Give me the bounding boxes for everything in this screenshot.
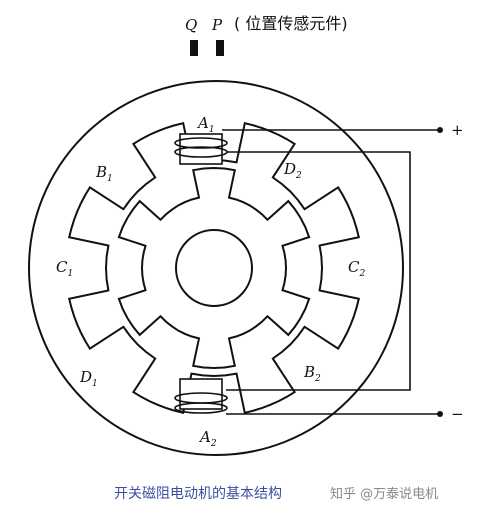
- pole-d2-label: D2: [283, 160, 302, 181]
- figure-caption: 开关磁阻电动机的基本结构: [114, 485, 282, 502]
- pole-b1-label: B1: [95, 163, 113, 184]
- housing-outer-circle: [28, 80, 404, 456]
- watermark: 知乎 @万泰说电机: [330, 486, 438, 502]
- circuit-wiring: [222, 129, 440, 415]
- winding-a1-coil: [174, 133, 228, 165]
- sensor-p-element: [216, 40, 224, 56]
- pole-a2-label: A2: [198, 428, 217, 449]
- sensor-p-label: P: [211, 16, 223, 34]
- terminal-plus-label: +: [451, 121, 464, 139]
- pole-c1-label: C1: [56, 258, 73, 279]
- terminal-plus-node: [437, 127, 443, 133]
- pole-a1-label: A1: [196, 114, 215, 135]
- terminal-minus-node: [437, 411, 443, 417]
- shaft-circle: [175, 229, 253, 307]
- pole-c2-label: C2: [348, 258, 365, 279]
- sensor-note: ( 位置传感元件): [234, 14, 348, 33]
- pole-d1-label: D1: [79, 368, 98, 389]
- terminal-minus-label: −: [451, 405, 464, 423]
- pole-b2-label: B2: [303, 363, 321, 384]
- winding-a2-coil: [174, 378, 228, 414]
- sensor-q-label: Q: [185, 16, 197, 34]
- sensor-q-element: [190, 40, 198, 56]
